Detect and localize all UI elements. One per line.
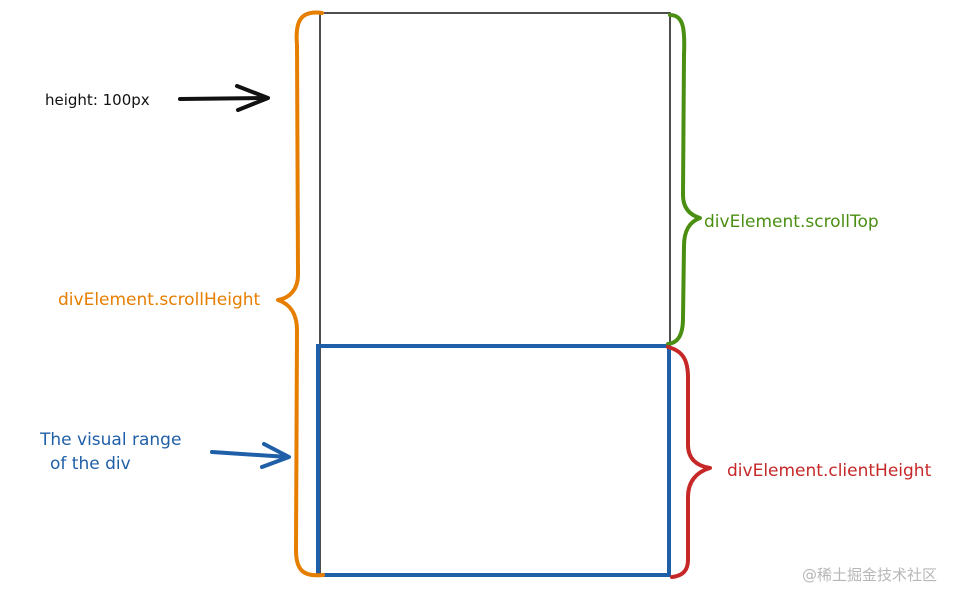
scroll-height-brace xyxy=(276,10,325,578)
watermark-text: @稀土掘金技术社区 xyxy=(802,566,937,584)
scroll-height-label: divElement.scrollHeight xyxy=(58,290,261,310)
height-arrow-head xyxy=(235,84,270,112)
scrollable-content-box xyxy=(319,12,671,576)
visual-range-label-line2: of the div xyxy=(50,454,131,474)
visible-range-box xyxy=(316,344,671,577)
height-label: height: 100px xyxy=(45,91,150,109)
client-height-brace xyxy=(666,345,712,579)
height-arrow-shaft xyxy=(178,96,268,101)
visual-range-arrow-head xyxy=(260,442,291,469)
scroll-top-label: divElement.scrollTop xyxy=(704,212,879,232)
visual-range-arrow-shaft xyxy=(210,450,290,459)
visual-range-label-line1: The visual range xyxy=(39,430,181,450)
client-height-label: divElement.clientHeight xyxy=(727,461,932,481)
scroll-top-brace xyxy=(666,13,702,346)
